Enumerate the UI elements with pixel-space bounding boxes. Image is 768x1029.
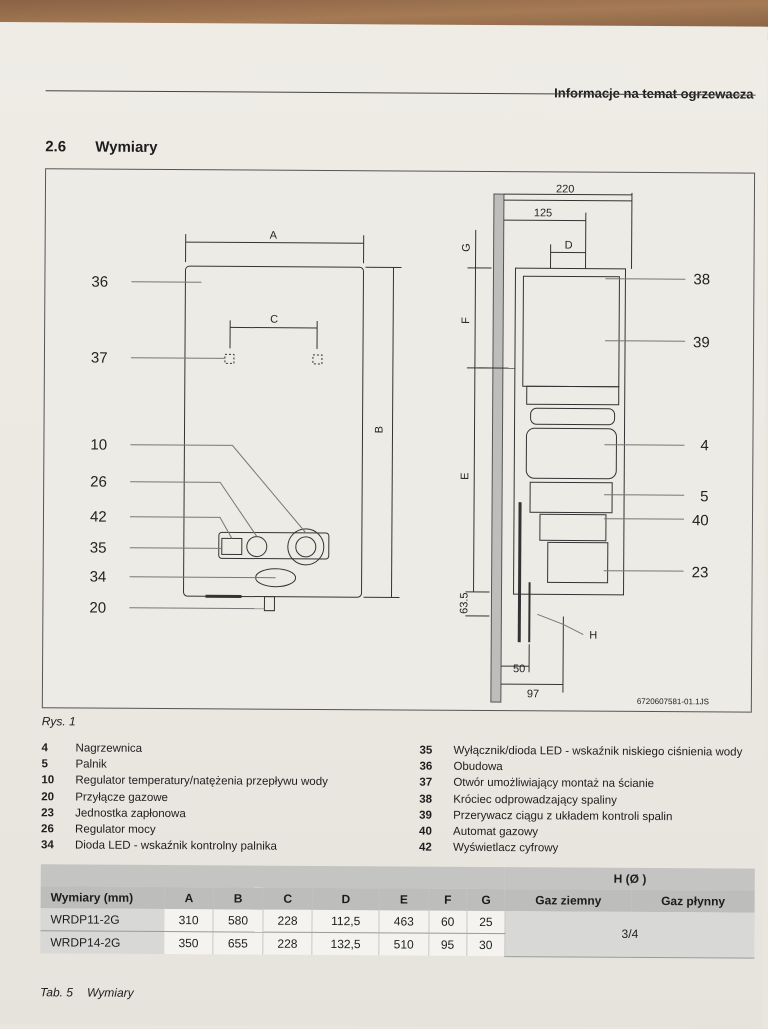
temperature-regulator-knob [288,529,324,565]
header-cell: F [429,889,467,911]
dim-line-a [186,242,364,243]
callout-35: 35 [90,540,107,557]
dim-line-c [230,327,317,328]
dim-label-f: F [460,317,472,324]
dim-label-c: C [270,314,278,326]
dimension-drawing: 36 37 10 26 42 35 34 20 38 39 4 5 40 23 … [43,169,754,711]
header-cell: G [467,889,505,911]
callout-36: 36 [91,274,108,291]
header-cell: C [263,888,313,910]
callout-26: 26 [90,474,107,491]
dimensions-table: H (Ø ) Wymiary (mm) A B C D E F G Gaz zi… [40,864,755,958]
wall-section [491,194,504,702]
header-cell: E [379,888,429,910]
dim-line-efg [474,230,476,592]
dim-label-d: D [565,239,573,251]
dim-line-b [391,267,393,597]
section-number: 2.6 [45,138,66,155]
header-cell: A [165,887,214,909]
gas-connection [264,597,274,611]
mount-hole-left [225,354,234,363]
callout-5: 5 [700,488,708,505]
mount-hole-right [313,355,322,364]
section-title: Wymiary [95,139,157,156]
callout-38: 38 [693,271,710,288]
manual-page: Informacje na temat ogrzewacza 2.6 Wymia… [0,22,768,1029]
dim-label-g: G [461,243,473,252]
callout-40: 40 [692,512,709,529]
h-value-cell: 3/4 [505,911,755,958]
dim-value-125: 125 [534,207,552,219]
callout-20: 20 [89,600,106,617]
header-h: H (Ø ) [505,867,755,891]
callout-4: 4 [700,437,708,454]
callout-23: 23 [692,564,709,581]
header-cell: D [312,888,379,910]
callout-42: 42 [90,509,107,526]
callout-37: 37 [91,350,108,367]
dim-value-220: 220 [556,183,574,195]
header-cell: Gaz płynny [631,890,754,913]
power-regulator-knob [247,537,267,557]
dim-value-63-5: 63.5 [458,592,470,613]
callout-10: 10 [90,437,107,454]
dim-label-h: H [589,630,597,642]
dim-label-a: A [270,230,278,242]
header-cell: B [213,887,263,909]
dim-value-50: 50 [513,663,525,675]
dim-label-e: E [459,472,471,479]
figure-code: 6720607581-01.1JS [637,697,709,706]
callout-34: 34 [90,569,107,586]
header-cell: Wymiary (mm) [41,886,165,909]
dimension-figure: 36 37 10 26 42 35 34 20 38 39 4 5 40 23 … [42,168,755,712]
heater-side-body [514,268,626,595]
dim-value-97: 97 [527,688,539,700]
callout-39: 39 [693,334,710,351]
dim-label-b: B [373,426,385,433]
figure-caption: Rys. 1 [42,714,76,728]
header-cell: Gaz ziemny [505,889,632,912]
